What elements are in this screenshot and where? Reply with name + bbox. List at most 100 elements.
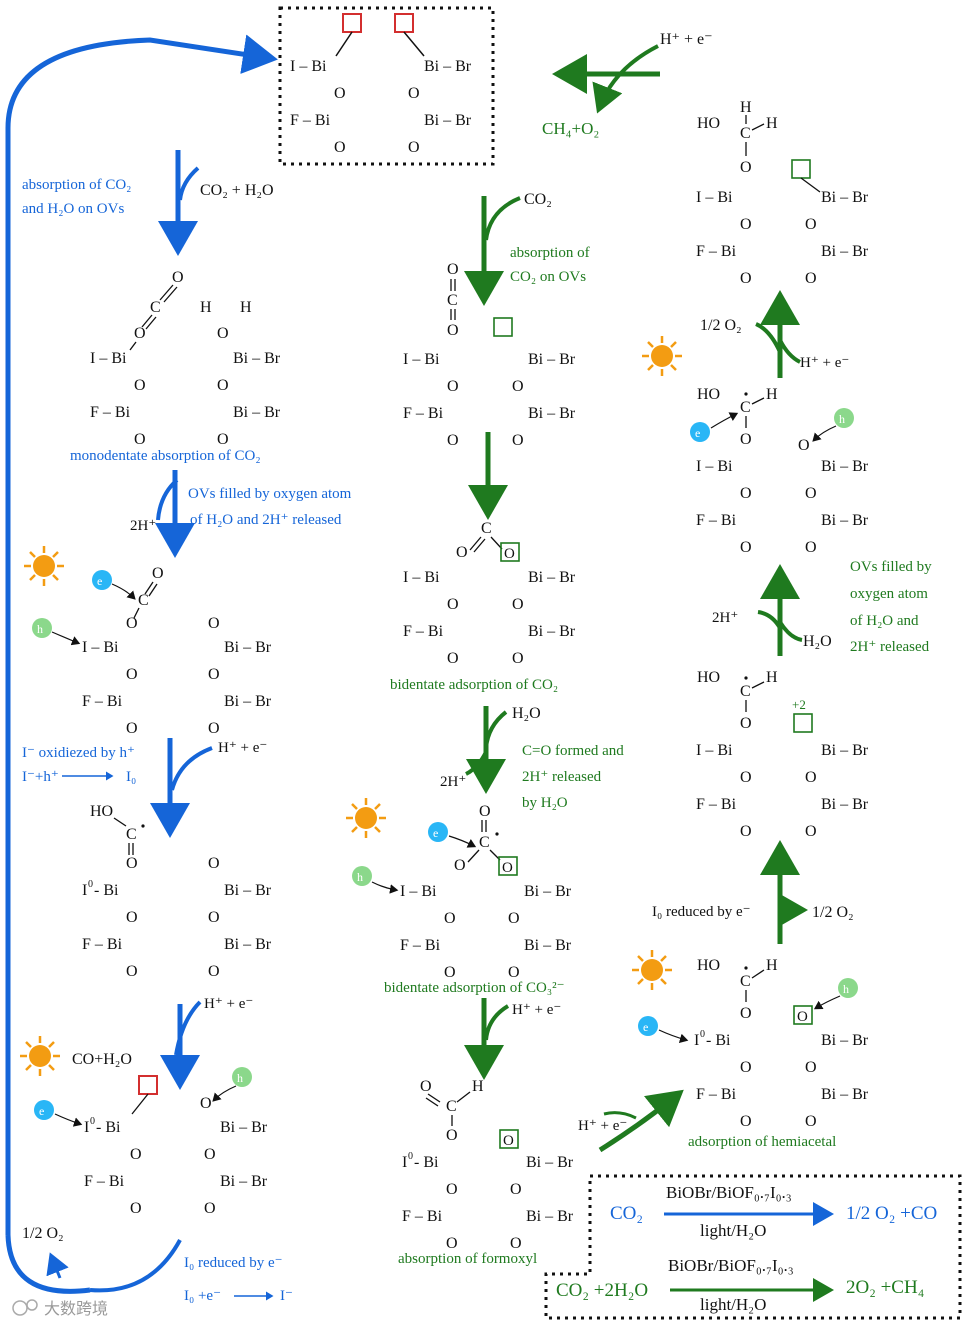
svg-text:O: O [512,378,524,395]
svg-text:F – Bi: F – Bi [403,623,444,640]
svg-text:O: O [446,1181,458,1198]
svg-text:HO: HO [90,803,113,820]
svg-text:O: O [126,666,138,683]
svg-text:- Bi: - Bi [96,1119,121,1136]
svg-text:C: C [479,834,490,851]
svg-text:Bi – Br: Bi – Br [528,351,576,368]
svg-text:- Bi: - Bi [94,882,119,899]
step-label: CO₂ on OVs [510,269,586,285]
svg-text:I: I [82,882,87,899]
svg-text:F – Bi: F – Bi [90,404,131,421]
svg-text:e: e [97,574,102,588]
catalyst-label: BiOBr/BiOF₀.₇I₀.₃ [666,1183,792,1202]
svg-text:HO: HO [697,669,720,686]
charge-label: +2 [792,697,806,712]
structure-linear-co2: O C O I – Bi O F – Bi O Bi – Br O Bi – B… [403,261,576,449]
svg-text:O: O [444,910,456,927]
co-h2o-label: CO+H₂O [72,1051,132,1068]
svg-text:C: C [740,399,751,416]
svg-text:Bi – Br: Bi – Br [821,742,869,759]
svg-text:O: O [740,216,752,233]
hole-icon: h [352,866,372,886]
svg-text:O: O [204,1146,216,1163]
svg-text:O: O [447,261,459,278]
proton-label: 2H⁺ [130,518,156,534]
svg-text:O: O [204,1200,216,1217]
svg-text:O: O [217,325,229,342]
product-label: 1/2 O₂ +CO [846,1203,937,1224]
svg-text:O: O [740,539,752,556]
oxygen-vacancy-icon [791,159,811,179]
svg-text:Bi – Br: Bi – Br [524,883,572,900]
svg-text:O: O [447,322,459,339]
oxygen-vacancy-icon [342,13,362,33]
sun-icon [22,544,66,588]
structure-monodentate: O C O H H O I – Bi O F – Bi O Bi – Br O … [90,269,281,448]
hpe-top-label: H⁺ + e⁻ [660,31,713,48]
svg-text:Bi – Br: Bi – Br [220,1173,268,1190]
svg-text:Bi – Br: Bi – Br [224,693,272,710]
svg-text:Bi – Br: Bi – Br [821,512,869,529]
svg-text:O: O [740,431,752,448]
svg-text:O: O [130,1200,142,1217]
svg-text:O: O [446,1127,458,1144]
svg-text:O: O [208,909,220,926]
svg-text:Bi – Br: Bi – Br [424,112,472,129]
proton-label: 2H⁺ [712,610,738,626]
svg-text:h: h [237,1071,243,1085]
svg-text:Bi – Br: Bi – Br [821,458,869,475]
svg-text:O: O [508,910,520,927]
svg-text:O: O [408,85,420,102]
svg-text:Bi – Br: Bi – Br [233,350,281,367]
svg-text:O: O [334,139,346,156]
svg-text:e: e [433,826,438,840]
svg-text:Bi – Br: Bi – Br [821,243,869,260]
svg-text:O: O [172,269,184,286]
svg-text:Bi – Br: Bi – Br [821,1032,869,1049]
svg-text:O: O [805,270,817,287]
svg-text:C: C [740,125,751,142]
svg-text:Bi – Br: Bi – Br [821,796,869,813]
svg-text:Bi – Br: Bi – Br [224,882,272,899]
svg-text:F – Bi: F – Bi [403,405,444,422]
svg-text:H: H [472,1078,484,1095]
svg-text:O: O [134,325,146,342]
svg-text:C: C [446,1098,457,1115]
half-o2-label: 1/2 O₂ [700,317,742,334]
svg-text:Bi – Br: Bi – Br [821,189,869,206]
svg-text:I – Bi: I – Bi [290,58,327,75]
step-label: I⁻+h⁺ [22,769,59,785]
structure-formoxyl: O C H O O I 0 - Bi O F – Bi O Bi – Br O … [402,1078,574,1252]
hole-icon: h [834,408,854,428]
svg-text:- Bi: - Bi [706,1032,731,1049]
caption-bidentate-co2: bidentate adsorption of CO₂ [390,677,558,693]
svg-text:H: H [740,99,752,116]
svg-text:F – Bi: F – Bi [84,1173,125,1190]
svg-text:Bi – Br: Bi – Br [424,58,472,75]
svg-text:I: I [402,1154,407,1171]
svg-text:O: O [408,139,420,156]
cycle-loop-bottom [5,1234,91,1294]
structure-bidentate-co2: C O O I – Bi O F – Bi O Bi – Br O Bi – B… [403,520,576,667]
step-label: of H₂O and 2H⁺ released [190,512,342,528]
ch4-o2-label: CH₄+O₂ [542,119,599,138]
svg-text:Bi – Br: Bi – Br [524,937,572,954]
svg-text:C: C [126,826,137,843]
svg-text:O: O [740,1059,752,1076]
watermark-logo: 大数跨境 [12,1299,108,1318]
step-label: I⁻ [280,1288,293,1304]
svg-text:F – Bi: F – Bi [696,243,737,260]
svg-text:Bi – Br: Bi – Br [526,1154,574,1171]
svg-text:- Bi: - Bi [414,1154,439,1171]
svg-text:F – Bi: F – Bi [82,936,123,953]
svg-text:0: 0 [90,1116,95,1127]
svg-text:I – Bi: I – Bi [403,351,440,368]
svg-text:O: O [126,720,138,737]
sun-icon [18,1034,62,1078]
step-label: OVs filled by [850,559,932,575]
svg-text:HO: HO [697,386,720,403]
product-label: 2O₂ +CH₄ [846,1277,924,1298]
svg-text:C: C [150,299,161,316]
proton-label: 2H⁺ [440,774,466,790]
